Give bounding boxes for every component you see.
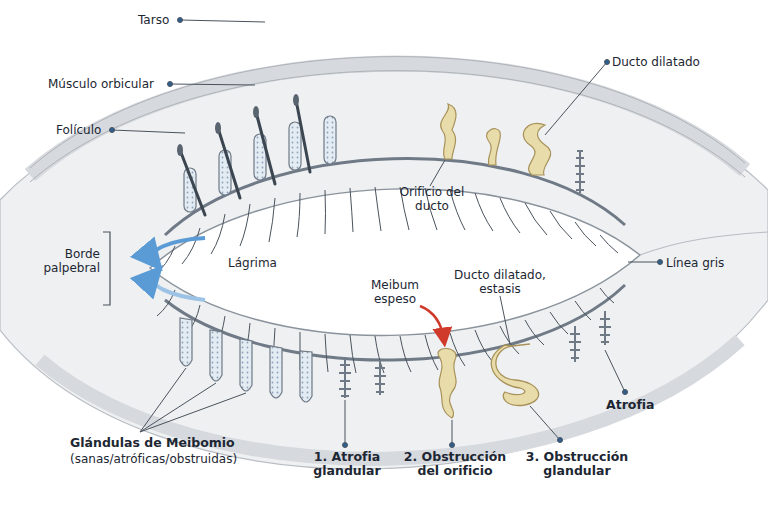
upper-lashes xyxy=(153,187,618,276)
part-label: Meibum espeso xyxy=(362,278,428,306)
part-label: Borde palpebral xyxy=(32,247,100,275)
part-label: Músculo orbicular xyxy=(48,77,170,91)
part-label: Atrofia xyxy=(606,398,676,412)
lower-atrophic-glands xyxy=(339,357,386,398)
obstructed-gland xyxy=(441,104,456,159)
part-label: 2. Obstrucción del orificio xyxy=(396,450,514,478)
part-label: Tarso xyxy=(138,13,180,27)
part-label: 1. Atrofia glandular xyxy=(302,450,392,478)
part-label: Lágrima xyxy=(228,256,288,270)
follicle-bulbs xyxy=(177,94,299,156)
part-label: Ducto dilatado, estasis xyxy=(445,268,555,296)
atrophic-gland xyxy=(575,150,585,193)
lower-tarsus xyxy=(40,340,740,459)
margin-bracket xyxy=(103,232,110,305)
small-gland xyxy=(487,129,501,165)
lower-glands xyxy=(180,318,312,402)
tear-arrow xyxy=(153,238,205,262)
part-label: (sanas/atróficas/obstruidas) xyxy=(70,452,270,466)
part-label: Glándulas de Meibomio xyxy=(70,436,260,450)
part-label: Ducto dilatado xyxy=(612,55,722,69)
obstructed-orifice xyxy=(438,348,456,418)
dilated-duct-lower xyxy=(491,344,538,405)
part-label: Folículo xyxy=(56,123,112,137)
thick-meibum-arrow xyxy=(420,306,444,340)
tarsus-lines xyxy=(30,57,745,182)
part-label: Línea gris xyxy=(666,256,746,270)
part-label: 3. Obstrucción glandular xyxy=(518,450,636,478)
eye-opening xyxy=(150,189,640,336)
eyelid-body xyxy=(0,71,768,469)
upper-duct xyxy=(165,159,625,235)
tear-arrow-lower xyxy=(153,274,205,300)
leader-lines xyxy=(110,18,663,448)
part-label: Orificio del ducto xyxy=(392,185,472,213)
grey-line xyxy=(640,232,768,255)
lower-atrophy xyxy=(569,311,611,362)
follicles xyxy=(180,100,310,215)
dilated-duct xyxy=(523,123,550,175)
